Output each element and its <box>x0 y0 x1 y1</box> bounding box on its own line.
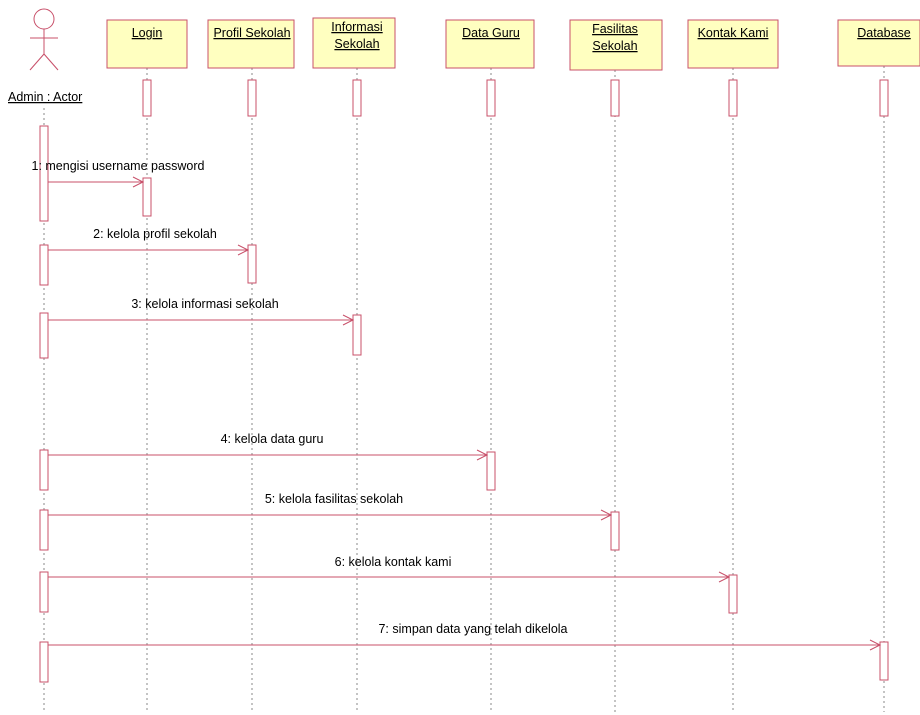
object-box-guru <box>445 19 535 69</box>
object-kontak: Kontak Kami <box>687 19 779 69</box>
object-label-profil: Profil Sekolah <box>213 26 290 40</box>
message-arrow-head <box>237 244 250 256</box>
lifelines <box>43 66 885 712</box>
activation-profil <box>247 244 257 284</box>
object-box-database <box>837 19 920 67</box>
message-arrow-head <box>342 314 355 326</box>
message-label: 5: kelola fasilitas sekolah <box>265 492 403 506</box>
object-profil: Profil Sekolah <box>207 19 295 69</box>
message-label: 3: kelola informasi sekolah <box>131 297 278 311</box>
message-5: 5: kelola fasilitas sekolah <box>48 492 613 521</box>
message-label: 6: kelola kontak kami <box>335 555 452 569</box>
activation-database-top <box>879 79 889 117</box>
object-box-profil <box>207 19 295 69</box>
actor-left-leg <box>29 53 45 71</box>
message-2: 2: kelola profil sekolah <box>48 227 250 256</box>
actor-label: Admin : Actor <box>8 90 82 104</box>
object-label-informasi: Informasi <box>331 20 382 34</box>
object-box-kontak <box>687 19 779 69</box>
activation-informasi-top <box>352 79 362 117</box>
object-guru: Data Guru <box>445 19 535 69</box>
message-arrow-head <box>476 449 489 461</box>
actor-head <box>33 8 55 30</box>
messages: 1: mengisi username password 2: kelola pr… <box>32 159 882 651</box>
object-label-fasilitas: Sekolah <box>592 39 637 53</box>
activation-profil-top <box>247 79 257 117</box>
object-label-fasilitas: Fasilitas <box>592 22 638 36</box>
activation-actor-2 <box>39 244 49 286</box>
activation-actor-7 <box>39 641 49 683</box>
activation-bars <box>39 79 889 683</box>
message-arrow-head <box>132 176 145 188</box>
activation-database <box>879 641 889 681</box>
message-arrow-head <box>718 571 731 583</box>
activation-login-top <box>142 79 152 117</box>
activation-fasilitas <box>610 511 620 551</box>
message-label: 1: mengisi username password <box>32 159 205 173</box>
message-6: 6: kelola kontak kami <box>48 555 731 583</box>
activation-guru-top <box>486 79 496 117</box>
object-login: Login <box>106 19 188 69</box>
activation-actor-1 <box>39 125 49 222</box>
activation-actor-3 <box>39 312 49 359</box>
object-label-login: Login <box>132 26 163 40</box>
message-7: 7: simpan data yang telah dikelola <box>48 622 882 651</box>
object-box-informasi <box>312 17 396 69</box>
message-arrow-head <box>869 639 882 651</box>
actor-figure <box>29 8 59 71</box>
object-label-kontak: Kontak Kami <box>698 26 769 40</box>
object-label-guru: Data Guru <box>462 26 520 40</box>
message-1: 1: mengisi username password <box>32 159 205 188</box>
object-label-database: Database <box>857 26 911 40</box>
message-label: 2: kelola profil sekolah <box>93 227 217 241</box>
activation-actor-5 <box>39 509 49 551</box>
activation-login <box>142 177 152 217</box>
activation-guru <box>486 451 496 491</box>
message-label: 7: simpan data yang telah dikelola <box>378 622 567 636</box>
message-label: 4: kelola data guru <box>221 432 324 446</box>
activation-kontak <box>728 574 738 614</box>
activation-informasi <box>352 314 362 356</box>
activation-actor-4 <box>39 449 49 491</box>
activation-kontak-top <box>728 79 738 117</box>
object-database: Database <box>837 19 920 67</box>
message-4: 4: kelola data guru <box>48 432 489 461</box>
object-label-informasi: Sekolah <box>334 37 379 51</box>
activation-actor-6 <box>39 571 49 613</box>
actor-right-leg <box>43 53 59 71</box>
activation-fasilitas-top <box>610 79 620 117</box>
object-box-login <box>106 19 188 69</box>
object-box-fasilitas <box>569 19 663 71</box>
message-3: 3: kelola informasi sekolah <box>48 297 355 326</box>
message-arrow-head <box>600 509 613 521</box>
